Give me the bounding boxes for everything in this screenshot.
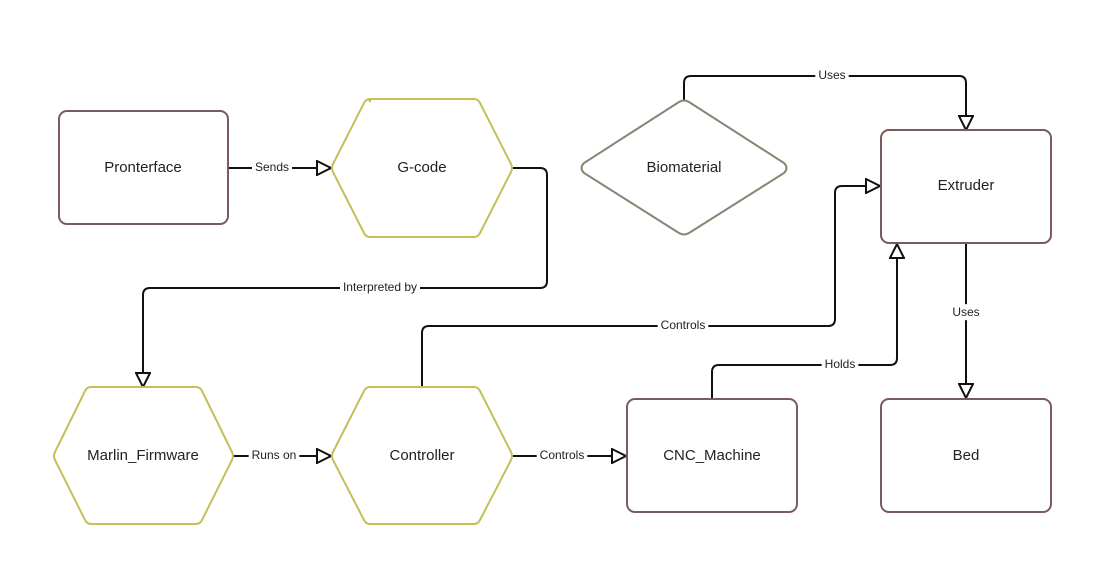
node-pronterface-label: Pronterface	[104, 159, 182, 176]
edge-sends-label: Sends	[255, 160, 289, 174]
node-gcode-label: G-code	[397, 159, 446, 176]
edge-runs-on-label-bg	[248, 447, 300, 464]
edge-controls-extruder-label-bg	[657, 317, 709, 334]
node-cnc-machine-label: CNC_Machine	[663, 447, 761, 464]
edge-holds-label: Holds	[825, 357, 856, 371]
node-gcode: G-code	[331, 97, 513, 238]
node-extruder-shape	[880, 129, 1052, 244]
edge-uses-bed: Uses	[949, 243, 983, 398]
node-marlin-firmware: Marlin_Firmware	[53, 386, 234, 525]
node-extruder: Extruder	[880, 129, 1052, 244]
edge-uses-biomaterial-label-bg	[815, 67, 849, 84]
edge-controls-extruder-line	[421, 186, 880, 388]
node-controller: Controller	[331, 386, 513, 525]
node-pronterface-shape	[58, 110, 229, 225]
node-controller-label: Controller	[389, 447, 454, 464]
edge-runs-on-label: Runs on	[252, 448, 297, 462]
node-bed-shape	[880, 398, 1052, 513]
edge-interpreted-by: Interpreted by	[143, 167, 548, 387]
edge-controls-cnc: Controls	[512, 447, 626, 463]
node-gcode-shape	[331, 97, 513, 238]
edge-uses-biomaterial-label: Uses	[818, 68, 845, 82]
node-bed: Bed	[880, 398, 1052, 513]
node-biomaterial: Biomaterial	[580, 99, 788, 236]
edge-controls-cnc-label-bg	[536, 447, 588, 464]
node-marlin-firmware-label: Marlin_Firmware	[87, 447, 199, 464]
node-extruder-label: Extruder	[938, 177, 995, 194]
node-biomaterial-label: Biomaterial	[646, 159, 721, 176]
node-bed-label: Bed	[953, 447, 980, 464]
edge-sends-label-bg	[251, 159, 293, 176]
edge-holds: Holds	[711, 244, 897, 399]
edge-runs-on: Runs on	[233, 447, 331, 463]
edge-sends: Sends	[228, 159, 331, 175]
edge-interpreted-by-label: Interpreted by	[343, 280, 417, 294]
edge-uses-bed-label-bg	[949, 304, 983, 321]
edge-holds-line	[711, 244, 897, 399]
edge-holds-label-bg	[821, 356, 859, 373]
node-cnc-machine: CNC_Machine	[626, 398, 798, 513]
edge-interpreted-by-line	[143, 167, 548, 387]
edge-uses-bed-label: Uses	[952, 305, 979, 319]
edge-controls-extruder-label: Controls	[661, 318, 706, 332]
node-pronterface: Pronterface	[58, 110, 229, 225]
edge-interpreted-by-label-bg	[339, 279, 421, 296]
edge-controls-extruder: Controls	[421, 186, 880, 388]
node-marlin-firmware-shape	[53, 386, 234, 525]
node-biomaterial-shape	[580, 99, 788, 236]
edge-uses-biomaterial-line	[683, 75, 966, 130]
edge-controls-cnc-label: Controls	[540, 448, 585, 462]
edge-uses-biomaterial: Uses	[683, 67, 966, 130]
node-cnc-machine-shape	[626, 398, 798, 513]
node-controller-shape	[331, 386, 513, 525]
